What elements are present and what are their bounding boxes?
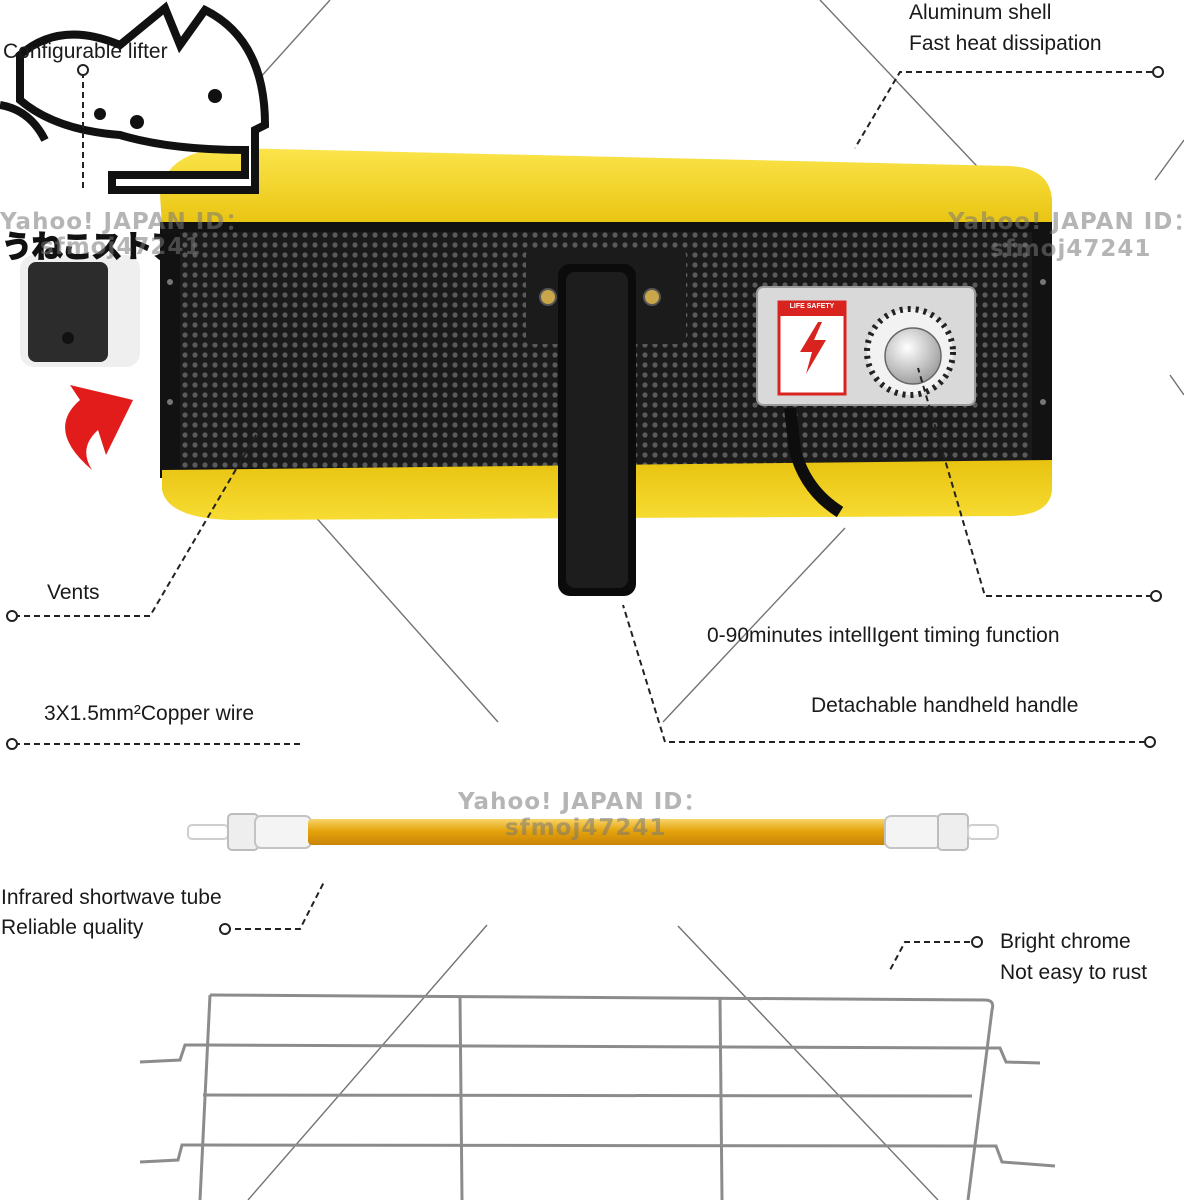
handle [526,248,686,596]
chrome-label-line1: Bright chrome [1000,930,1131,953]
vents-label: Vents [47,581,100,604]
control-panel [756,286,976,518]
infrared-tube [187,813,999,851]
leader-end-dots [6,64,1164,948]
panel-sticker-label: LIFE SAFETY [789,303,835,310]
watermark-id-right: sfmoj47241 [990,236,1152,262]
chrome-grill [139,993,1056,1200]
watermark-yahoo-right: Yahoo! JAPAN ID： [948,209,1184,235]
tube-label-line2: Reliable quality [1,916,144,939]
tube-label-line1: Infrared shortwave tube [1,886,222,909]
store-logo-text: うねこストア [1,229,183,266]
logo-mascot [0,1,270,194]
timing-label: 0-90minutes intellIgent timing function [707,624,1060,647]
watermark-yahoo-left: Yahoo! JAPAN ID： [0,209,250,235]
handle-label: Detachable handheld handle [811,694,1079,717]
lifter-label: Configurable lifter [3,40,168,63]
shell-label-line2: Fast heat dissipation [909,32,1102,55]
watermark-yahoo-center: Yahoo! JAPAN ID： [458,789,708,815]
watermark-id-center: sfmoj47241 [505,815,667,841]
copper-wire-label: 3X1.5mm²Copper wire [44,702,255,725]
leader-lines [14,71,1152,971]
shell-label-line1: Aluminum shell [909,1,1052,24]
watermark-id-left: sfmoj47241 [40,234,202,260]
red-arrow-icon [65,385,133,470]
lifter-inset [20,255,140,367]
chrome-label-line2: Not easy to rust [1000,961,1148,984]
